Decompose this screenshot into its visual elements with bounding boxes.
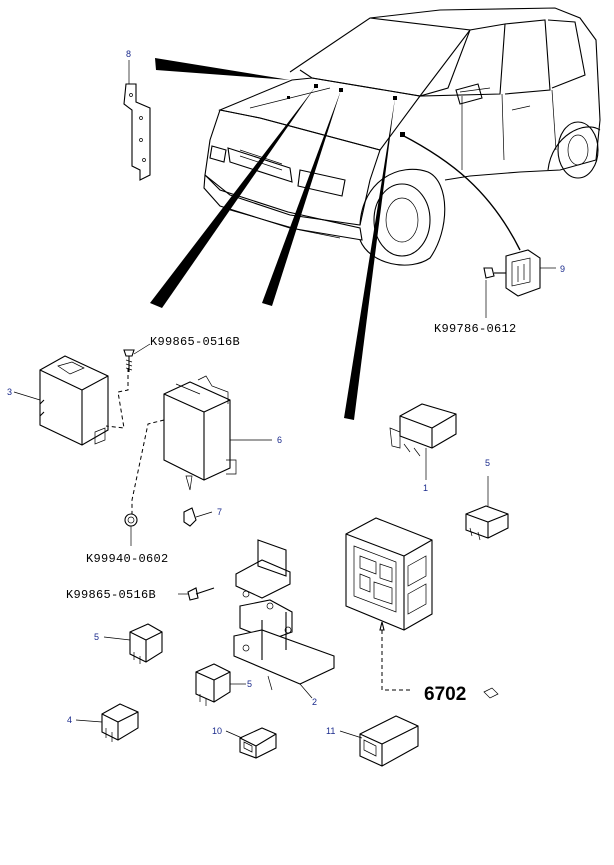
assembly-lines [105, 368, 412, 691]
part-number-screw-lower: K99865-0516B [66, 588, 156, 602]
callout-7: 7 [217, 507, 222, 517]
part-5-relay-center [195, 663, 246, 706]
part-3-control-unit [13, 355, 109, 446]
callout-11: 11 [326, 726, 335, 736]
part-number-screw-upper: K99865-0516B [150, 335, 240, 349]
part-2-bracket [233, 539, 335, 699]
part-number-bolt-9: K99786-0612 [434, 322, 517, 336]
part-number-nut: K99940-0602 [86, 552, 169, 566]
callout-6: 6 [277, 435, 282, 445]
callout-5-center: 5 [247, 679, 252, 689]
callout-1: 1 [423, 483, 428, 493]
callout-labels: 8 9 3 6 1 5 7 5 4 5 2 10 11 [7, 49, 565, 736]
screws [123, 343, 215, 601]
part-10-connector [225, 727, 277, 759]
callout-10: 10 [212, 726, 222, 736]
part-9-module [483, 249, 556, 318]
vehicle-illustration [203, 7, 601, 266]
part-7-clip [183, 507, 213, 527]
part-4-relay [75, 703, 139, 742]
callout-8: 8 [126, 49, 131, 59]
callout-9: 9 [560, 264, 565, 274]
location-arrows [150, 58, 521, 420]
part-8-bracket [123, 60, 151, 181]
part-11-connector [339, 715, 419, 767]
callout-3: 3 [7, 387, 12, 397]
callout-5-right: 5 [485, 458, 490, 468]
part-6-control-unit [163, 375, 272, 491]
part-1-flasher-unit [389, 403, 457, 480]
reference-number: 6702 [424, 684, 466, 705]
part-5-relay-right [465, 476, 509, 541]
callout-5-left: 5 [94, 632, 99, 642]
part-number-labels: K99865-0516B K99786-0612 K99940-0602 K99… [66, 322, 517, 602]
callout-4: 4 [67, 715, 72, 725]
callout-2: 2 [312, 697, 317, 707]
part-5-relay-left [103, 623, 163, 664]
junction-block [345, 517, 499, 699]
